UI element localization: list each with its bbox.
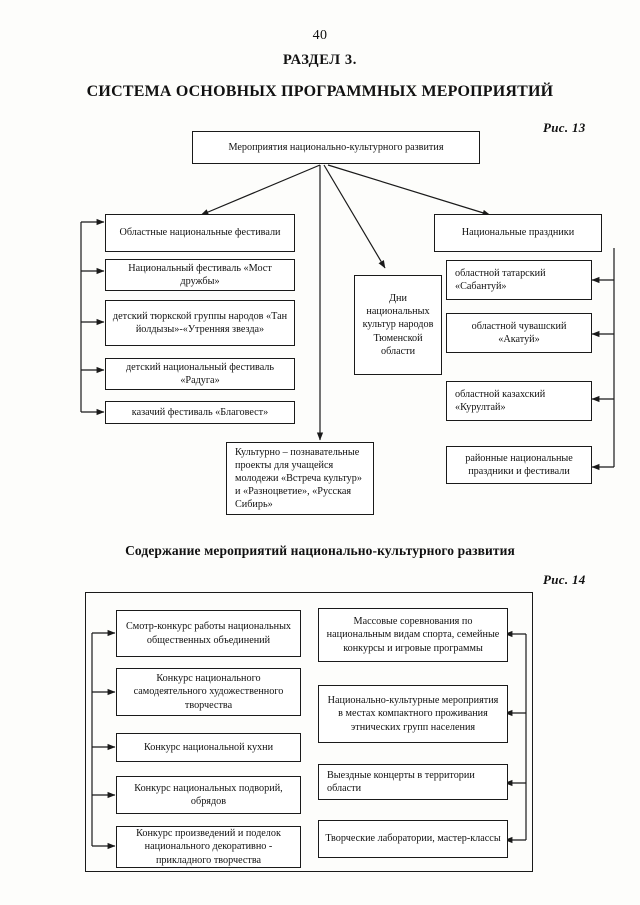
fig14-left-item-3: Конкурс национальных подворий, обрядов [116,776,301,814]
page-title: СИСТЕМА ОСНОВНЫХ ПРОГРАММНЫХ МЕРОПРИЯТИЙ [86,83,554,100]
subsection-title: Содержание мероприятий национально-культ… [125,543,515,558]
page-number: 40 [312,28,328,43]
fig14-outer-frame [85,592,533,872]
fig14-right-item-2: Выездные концерты в территории области [318,764,508,800]
fig14-right-item-3: Творческие лаборатории, мастер-классы [318,820,508,858]
fig14-left-item-4: Конкурс произведений и поделок националь… [116,826,301,868]
fig13-left-group-header: Областные национальные фестивали [105,214,295,252]
section-label: РАЗДЕЛ 3. [282,52,358,68]
fig14-right-item-0: Массовые соревнования по национальным ви… [318,608,508,662]
fig13-root-box: Мероприятия национально-культурного разв… [192,131,480,164]
fig13-left-item-2: детский национальный фестиваль «Радуга» [105,358,295,390]
fig14-left-item-0: Смотр-конкурс работы национальных общест… [116,610,301,657]
fig13-left-item-1: детский тюркской группы народов «Тан йол… [105,300,295,346]
fig14-left-item-2: Конкурс национальной кухни [116,733,301,762]
fig13-left-item-3: казачий фестиваль «Благовест» [105,401,295,424]
fig14-right-item-1: Национально-культурные мероприятия в мес… [318,685,508,743]
fig13-center-box: Дни национальных культур народов Тюменск… [354,275,442,375]
figure-14-label: Рис. 14 [543,572,586,587]
fig14-left-item-1: Конкурс национального самодеятельного ху… [116,668,301,716]
fig13-left-item-0: Национальный фестиваль «Мост дружбы» [105,259,295,291]
fig13-right-group-header: Национальные праздники [434,214,602,252]
figure-13-label: Рис. 13 [543,120,586,135]
fig13-right-item-3: районные национальные праздники и фестив… [446,446,592,484]
fig13-bottom-center-box: Культурно – познавательные проекты для у… [226,442,374,515]
fig13-right-item-2: областной казахский «Курултай» [446,381,592,421]
fig13-right-item-0: областной татарский «Сабантуй» [446,260,592,300]
fig13-right-item-1: областной чувашский «Акатуй» [446,313,592,353]
